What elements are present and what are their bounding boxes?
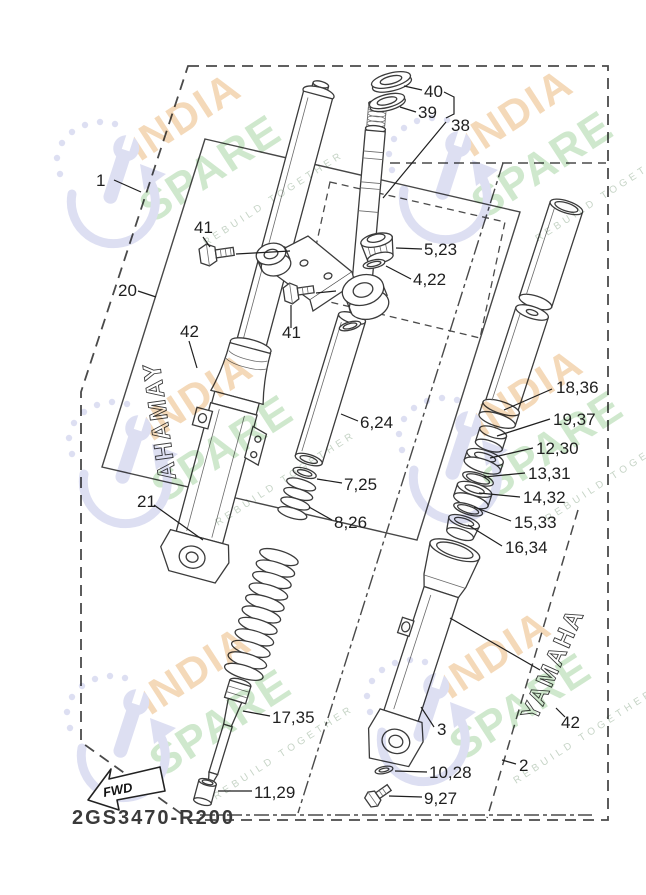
part-label-3: 3 <box>437 720 446 739</box>
right-outer-tube-3 <box>367 538 481 768</box>
bearing-race-washer <box>338 320 362 332</box>
part-label-16-34: 16,34 <box>505 538 548 557</box>
leader-line-5-23 <box>395 247 423 250</box>
part-label-12-30: 12,30 <box>536 439 579 458</box>
inner-tube-upper-segment <box>518 198 584 311</box>
part-label-38: 38 <box>451 116 470 135</box>
rebound-spring-8-26 <box>277 477 317 521</box>
center-column <box>207 311 367 787</box>
leader-line-41a <box>202 236 211 248</box>
part-label-2: 2 <box>519 756 528 775</box>
part-label-11-29: 11,29 <box>254 783 295 802</box>
pinch-bolt-lower-41 <box>282 282 315 305</box>
fork-cap-bolt-5-23 <box>360 232 394 264</box>
part-label-41a: 41 <box>194 218 213 237</box>
leader-line-7-25 <box>316 478 343 484</box>
part-label-18-36: 18,36 <box>556 378 599 397</box>
left-fork-assembly <box>160 80 335 584</box>
part-label-17-35: 17,35 <box>272 708 315 727</box>
leader-line-17-35 <box>242 710 271 717</box>
drain-bolt-9-27 <box>363 783 393 808</box>
part-label-14-32: 14,32 <box>523 488 566 507</box>
leader-bracket-38-40 <box>443 91 455 119</box>
inner-tube-6-24 <box>294 313 367 465</box>
right-box-left-edge <box>486 509 579 819</box>
part-label-19-37: 19,37 <box>553 410 596 429</box>
leader-line-8-26 <box>308 506 333 521</box>
upper-washer-40 <box>370 71 413 93</box>
damper-rod-17-35 <box>207 677 252 787</box>
steering-stem <box>350 100 388 296</box>
leader-line-20 <box>137 290 157 298</box>
part-label-6-24: 6,24 <box>360 413 393 432</box>
leader-line-16-34 <box>467 524 503 547</box>
part-label-40: 40 <box>424 82 443 101</box>
leader-line-21 <box>153 504 204 541</box>
center-box-lines <box>200 162 606 819</box>
part-label-10-28: 10,28 <box>429 763 472 782</box>
leader-line-4-22 <box>385 265 412 280</box>
left-clamp-bracket <box>191 406 214 430</box>
fwd-arrow: FWD <box>87 766 166 811</box>
spring-seat-washer-7-25 <box>292 466 317 480</box>
upper-washer-39 <box>368 92 406 113</box>
part-label-7-25: 7,25 <box>344 475 377 494</box>
part-label-41b: 41 <box>282 323 301 342</box>
leader-leader-38 <box>382 121 447 199</box>
part-label-20: 20 <box>118 281 137 300</box>
fwd-arrow-label: FWD <box>102 779 135 799</box>
leader-line-39 <box>399 106 417 113</box>
fork-spring <box>223 547 299 682</box>
part-label-42R: 42 <box>561 713 580 732</box>
diagram-code: 2GS3470-R200 <box>72 807 235 829</box>
leader-line-40 <box>403 85 423 91</box>
leader-leader-42R-long <box>449 617 541 671</box>
leader-line-2 <box>501 759 517 765</box>
leader-line-42L <box>188 340 198 369</box>
part-label-8-26: 8,26 <box>334 513 367 532</box>
leader-line-42R <box>555 707 566 718</box>
leader-line-18-36 <box>503 388 553 411</box>
o-ring-4-22 <box>362 258 386 270</box>
part-label-4-22: 4,22 <box>413 270 446 289</box>
leader-line-19-37 <box>496 418 551 437</box>
leader-line-10-28 <box>394 770 428 773</box>
crown-stem-head <box>341 273 390 321</box>
sub-assembly-box-left <box>101 138 521 541</box>
part-label-15-33: 15,33 <box>514 513 557 532</box>
oil-lock-piece-11-29 <box>192 777 218 807</box>
part-label-9-27: 9,27 <box>424 789 457 808</box>
part-labels-layer: 1 40 39 38 41 5,23 4,22 20 42 41 6,24 7,25 8,26 21 18,… <box>96 82 599 808</box>
fender-bracket <box>243 425 268 467</box>
inner-tube-lower-segment-18-36 <box>478 304 550 429</box>
part-label-42L: 42 <box>180 322 199 341</box>
outer-dashed-border <box>80 65 609 821</box>
leader-bolt-41a-line <box>235 250 291 255</box>
center-divider-dashdot <box>297 162 504 814</box>
pinch-bolt-upper-41 <box>198 243 235 267</box>
leader-bolt-41b-line <box>315 290 337 294</box>
right-fork-column <box>367 198 584 768</box>
part-label-1: 1 <box>96 171 105 190</box>
part-label-39: 39 <box>418 103 437 122</box>
part-label-21: 21 <box>137 492 156 511</box>
leader-line-13-31 <box>483 472 526 478</box>
axle-casting-left <box>160 528 230 584</box>
part-label-13-31: 13,31 <box>528 464 571 483</box>
leader-line-14-32 <box>478 492 521 498</box>
leader-line-3 <box>420 706 435 728</box>
leader-line-9-27 <box>388 795 423 798</box>
leader-line-6-24 <box>340 413 359 422</box>
leader-line-1 <box>113 179 142 193</box>
part-label-5-23: 5,23 <box>424 240 457 259</box>
leader-line-15-33 <box>473 506 512 522</box>
leader-line-12-30 <box>489 447 534 459</box>
